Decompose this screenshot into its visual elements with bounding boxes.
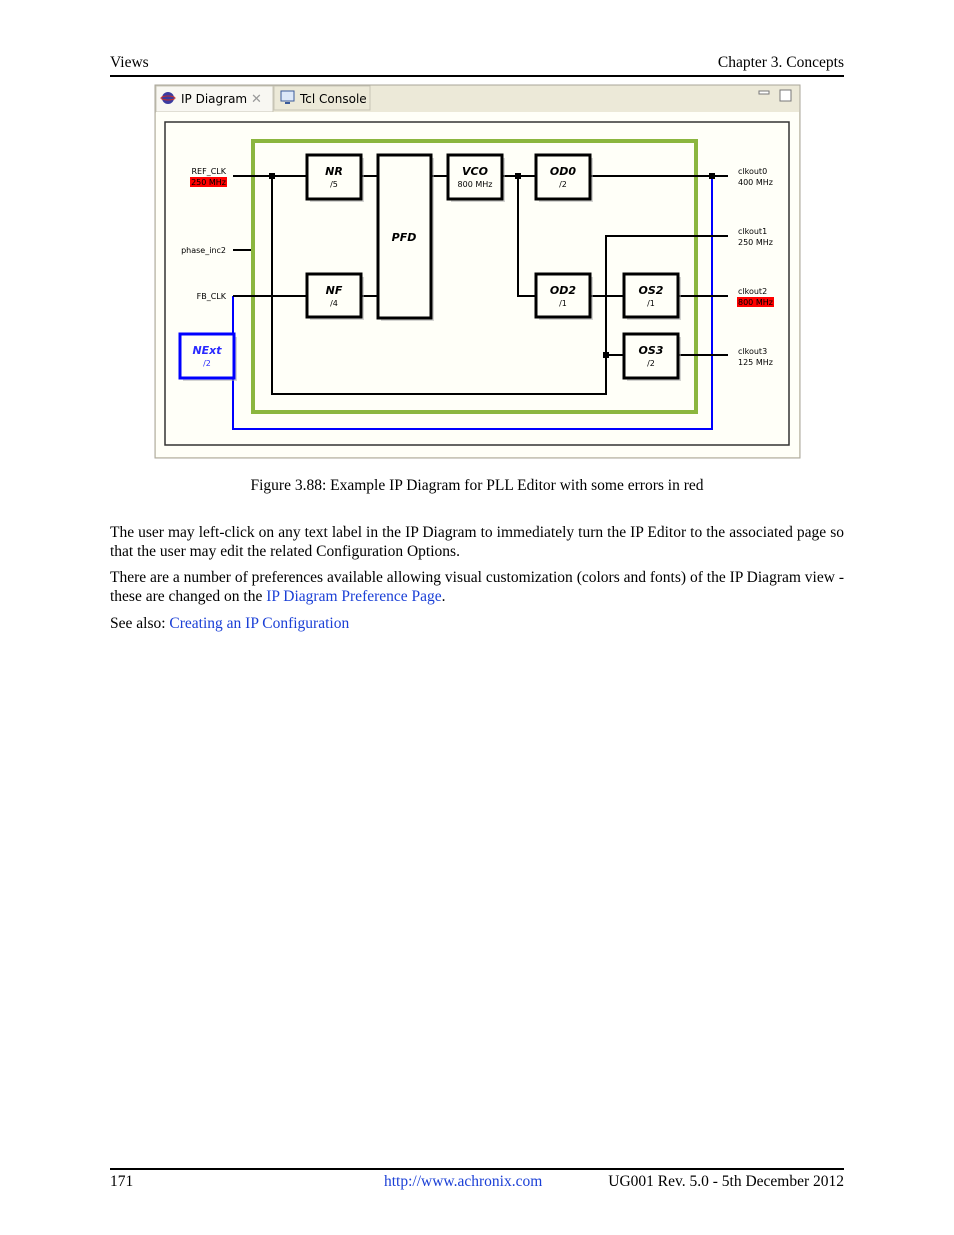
clkout1-label[interactable]: clkout1: [738, 227, 767, 236]
footer-rule: [110, 1168, 844, 1170]
maximize-icon[interactable]: [779, 89, 792, 102]
paragraph-2-end: .: [441, 588, 446, 605]
ip-diagram-preference-link[interactable]: IP Diagram Preference Page: [266, 588, 442, 605]
tab-close-icon[interactable]: ✕: [251, 92, 262, 107]
page-number: 171: [110, 1173, 134, 1190]
block-next[interactable]: NExt /2: [178, 332, 237, 381]
block-vco[interactable]: VCO 800 MHz: [446, 153, 505, 202]
pll-border: [251, 139, 698, 414]
block-od0-name: OD0: [550, 165, 576, 178]
block-next-value: /2: [203, 359, 211, 368]
block-pfd[interactable]: PFD: [376, 153, 434, 321]
clkout2-label[interactable]: clkout2: [738, 287, 767, 296]
tab-ip-diagram-label: IP Diagram: [181, 92, 247, 106]
clkout3-label[interactable]: clkout3: [738, 347, 767, 356]
figure-caption: Figure 3.88: Example IP Diagram for PLL …: [250, 477, 704, 494]
block-os3-name: OS3: [639, 344, 664, 357]
tab-ip-diagram[interactable]: [155, 85, 274, 113]
clkout2-freq[interactable]: 800 MHz: [738, 298, 773, 307]
feedback-path: [232, 176, 713, 430]
ref-clk-freq[interactable]: 250 MHz: [191, 178, 226, 187]
clkout0-label[interactable]: clkout0: [738, 167, 767, 176]
block-od0-value: /2: [559, 180, 567, 189]
junction-dots: [269, 173, 715, 358]
ip-diagram-screenshot: IP Diagram ✕ Tcl Console: [154, 84, 801, 459]
block-vco-name: VCO: [462, 165, 488, 178]
block-pfd-name: PFD: [392, 231, 417, 244]
phase-inc-label[interactable]: phase_inc2: [181, 246, 226, 255]
block-os2-value: /1: [647, 299, 655, 308]
block-nr[interactable]: NR /5: [305, 153, 364, 202]
see-also-label: See also:: [110, 615, 170, 632]
clkout1-freq[interactable]: 250 MHz: [738, 238, 773, 247]
block-nr-name: NR: [325, 165, 343, 178]
ip-diagram-icon: [160, 92, 176, 104]
footer-url-link[interactable]: http://www.achronix.com: [384, 1173, 543, 1190]
header-chapter: Chapter 3. Concepts: [717, 54, 844, 71]
block-os3-value: /2: [647, 359, 655, 368]
ref-clk-label[interactable]: REF_CLK: [191, 167, 226, 176]
block-vco-value: 800 MHz: [458, 180, 493, 189]
clkout0-freq[interactable]: 400 MHz: [738, 178, 773, 187]
creating-ip-configuration-link[interactable]: Creating an IP Configuration: [169, 615, 350, 632]
console-icon: [280, 90, 295, 104]
block-next-name: NExt: [192, 344, 222, 357]
header-section: Views: [110, 54, 149, 71]
block-od2[interactable]: OD2 /1: [534, 272, 593, 320]
fb-clk-label[interactable]: FB_CLK: [197, 292, 227, 301]
block-os3[interactable]: OS3 /2: [622, 332, 681, 381]
paragraph-2: There are a number of preferences availa…: [110, 568, 844, 606]
block-od2-value: /1: [559, 299, 567, 308]
block-nf-name: NF: [326, 284, 343, 297]
block-od2-name: OD2: [550, 284, 576, 297]
block-od0[interactable]: OD0 /2: [534, 153, 593, 202]
block-nr-value: /5: [330, 180, 338, 189]
block-os2-name: OS2: [639, 284, 664, 297]
header-rule: [110, 75, 844, 77]
footer-doc-info: UG001 Rev. 5.0 - 5th December 2012: [608, 1173, 844, 1190]
minimize-icon[interactable]: [758, 90, 770, 95]
see-also: See also: Creating an IP Configuration: [110, 614, 844, 633]
block-nf[interactable]: NF /4: [305, 272, 364, 320]
block-nf-value: /4: [330, 299, 338, 308]
block-os2[interactable]: OS2 /1: [622, 272, 681, 320]
tab-tcl-console-label: Tcl Console: [299, 92, 367, 106]
clkout3-freq[interactable]: 125 MHz: [738, 358, 773, 367]
paragraph-2-text: There are a number of preferences availa…: [110, 569, 844, 605]
paragraph-1: The user may left-click on any text labe…: [110, 524, 844, 560]
